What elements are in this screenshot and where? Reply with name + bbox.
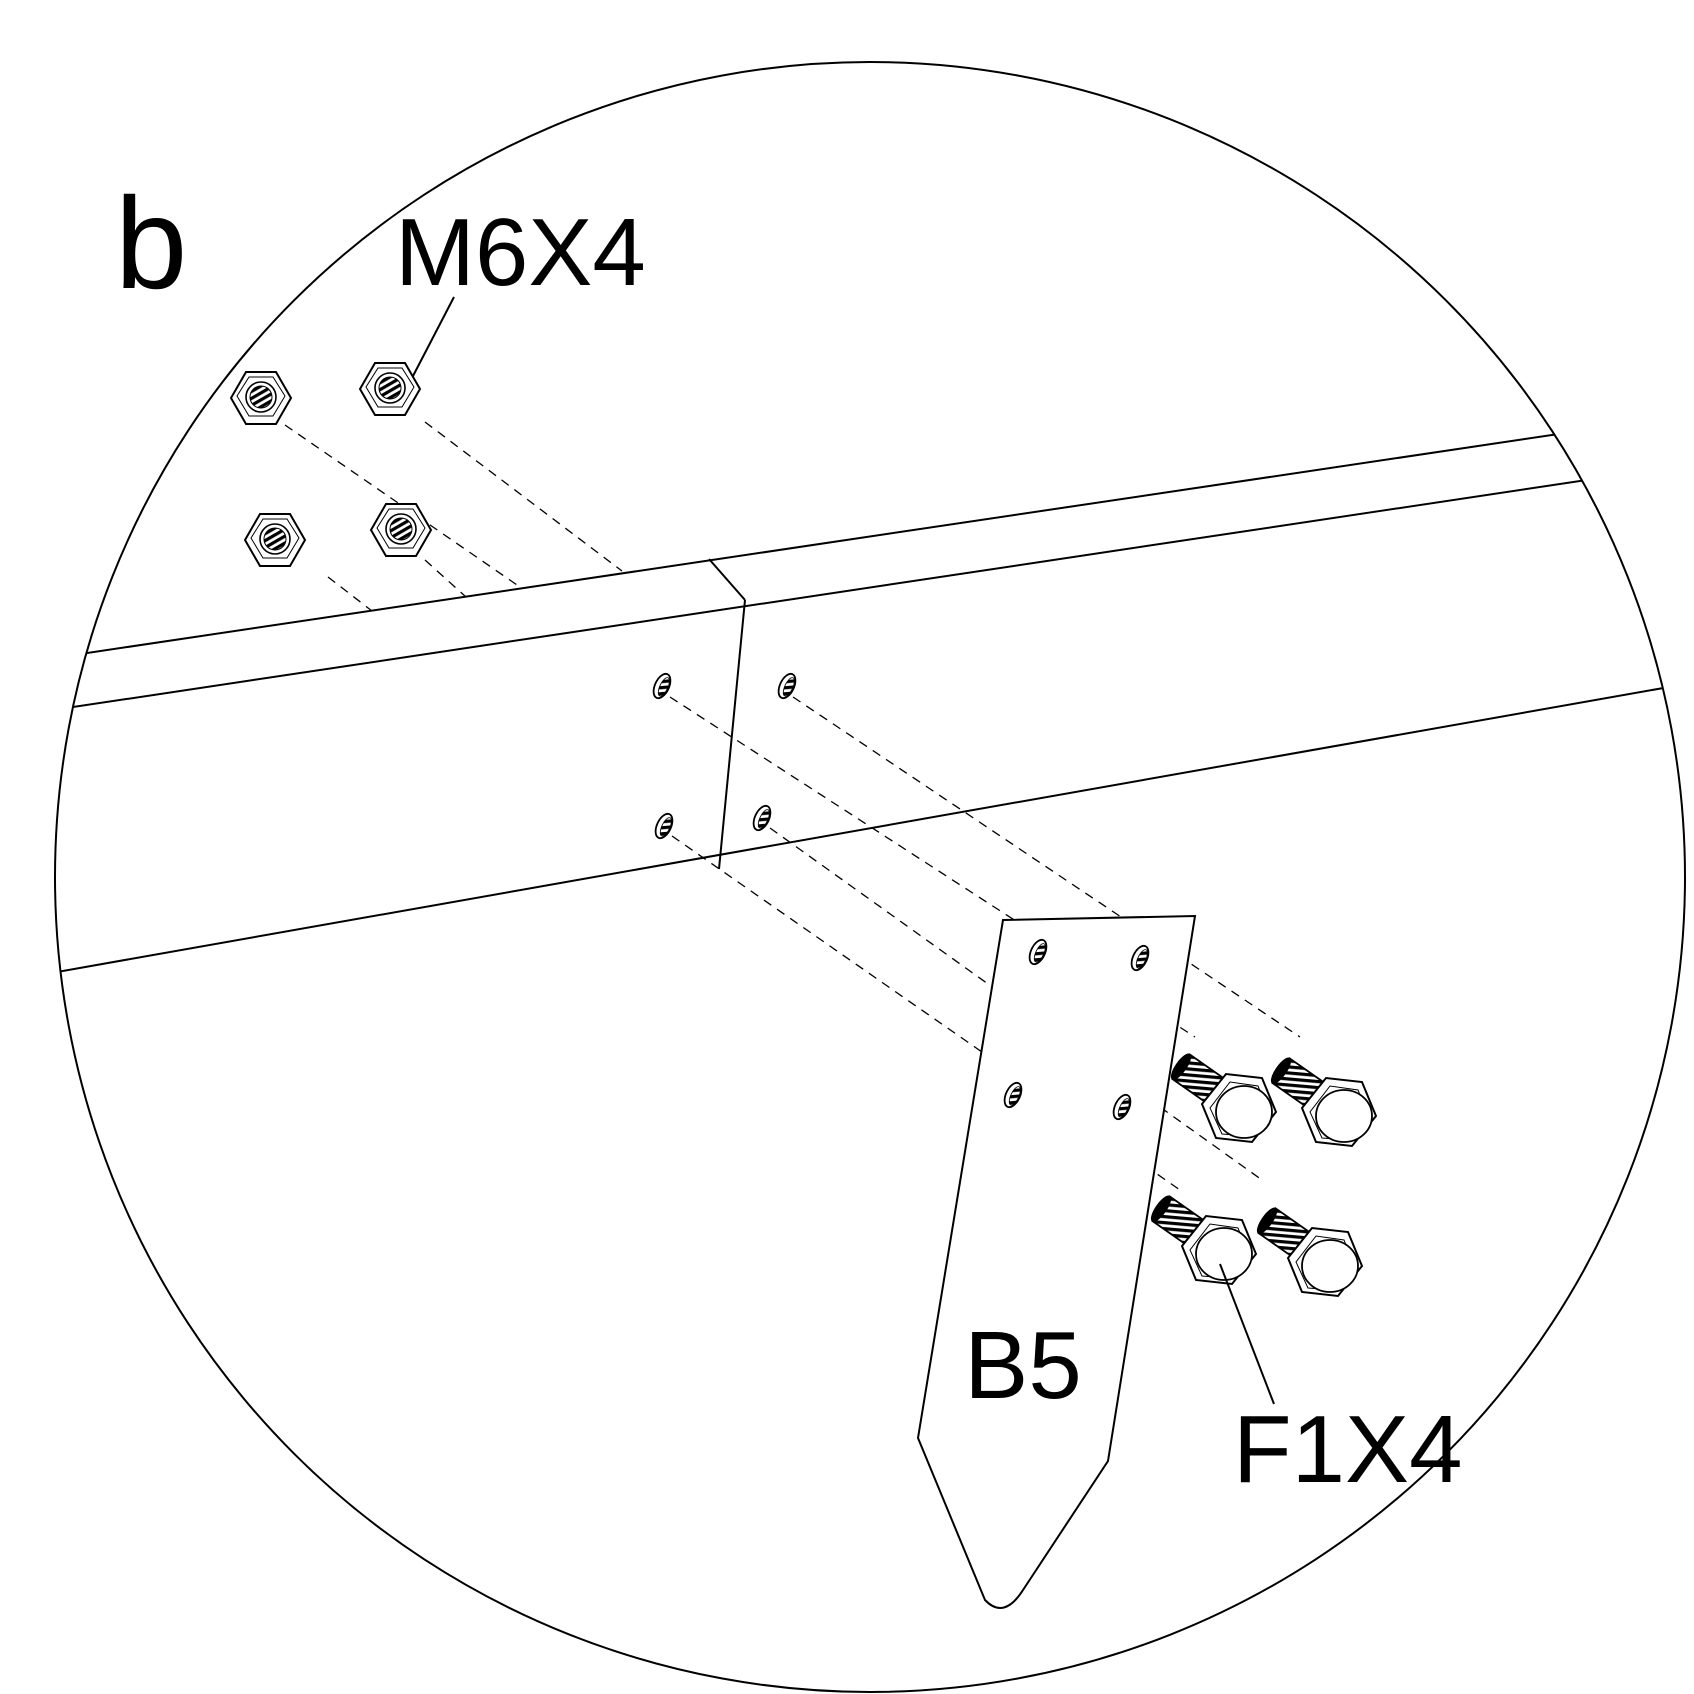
bolt-leader-line <box>1219 1263 1275 1405</box>
nut-quantity-label: M6X4 <box>395 199 646 306</box>
detail-view-content: B5 <box>55 296 1685 1609</box>
bracket-label: B5 <box>964 1312 1081 1419</box>
bolt-quantity-label: F1X4 <box>1233 1396 1462 1503</box>
nut-leader-line <box>412 296 455 377</box>
bracket-b5 <box>916 914 1197 1609</box>
detail-circle <box>54 61 1686 1693</box>
rail-board <box>55 409 1685 976</box>
step-label: b <box>115 170 187 316</box>
